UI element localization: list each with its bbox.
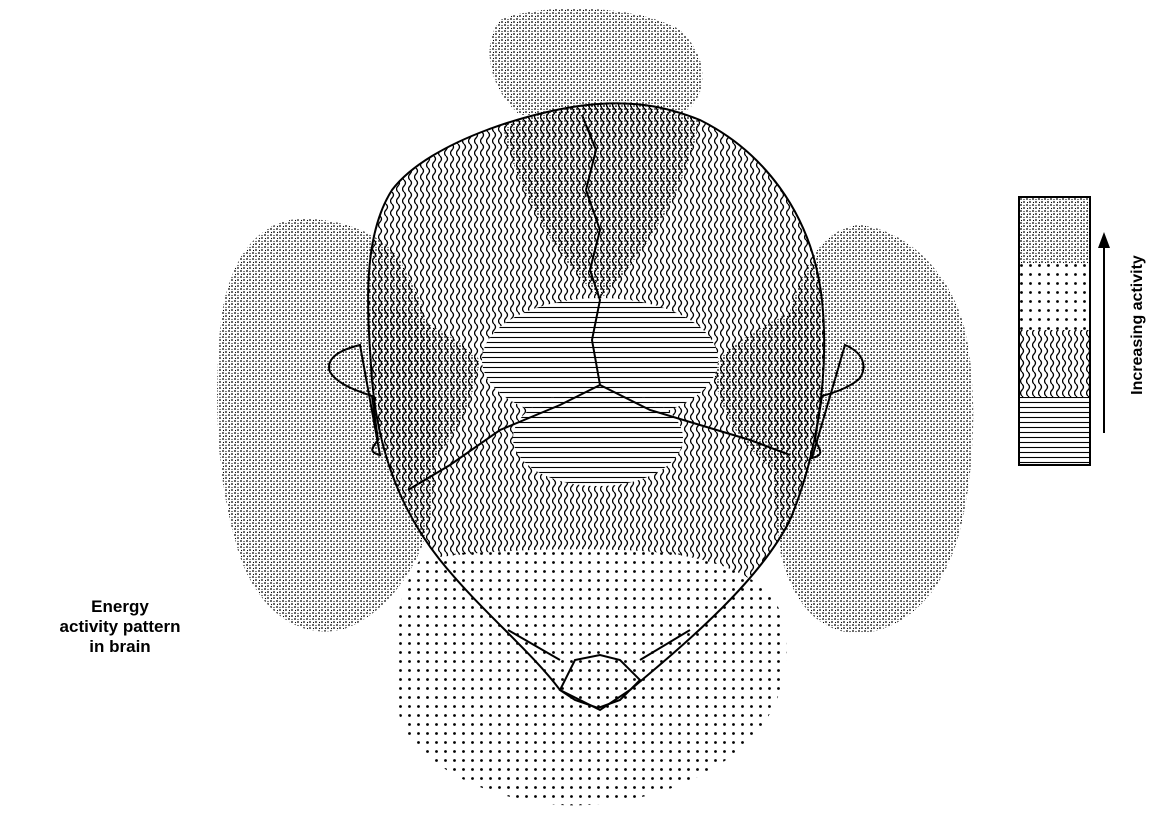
legend-label: Increasing activity bbox=[1129, 255, 1147, 395]
legend-swatch-low bbox=[1019, 397, 1090, 465]
legend-swatch-medium bbox=[1019, 330, 1090, 397]
caption-line-2: activity pattern bbox=[20, 617, 220, 637]
figure-caption: Energy activity pattern in brain bbox=[20, 597, 220, 657]
caption-line-3: in brain bbox=[20, 637, 220, 657]
activity-legend bbox=[1019, 197, 1110, 465]
legend-swatch-highest bbox=[1019, 197, 1090, 264]
legend-swatch-high bbox=[1019, 264, 1090, 330]
legend-arrow-head-icon bbox=[1098, 232, 1110, 248]
caption-line-1: Energy bbox=[20, 597, 220, 617]
